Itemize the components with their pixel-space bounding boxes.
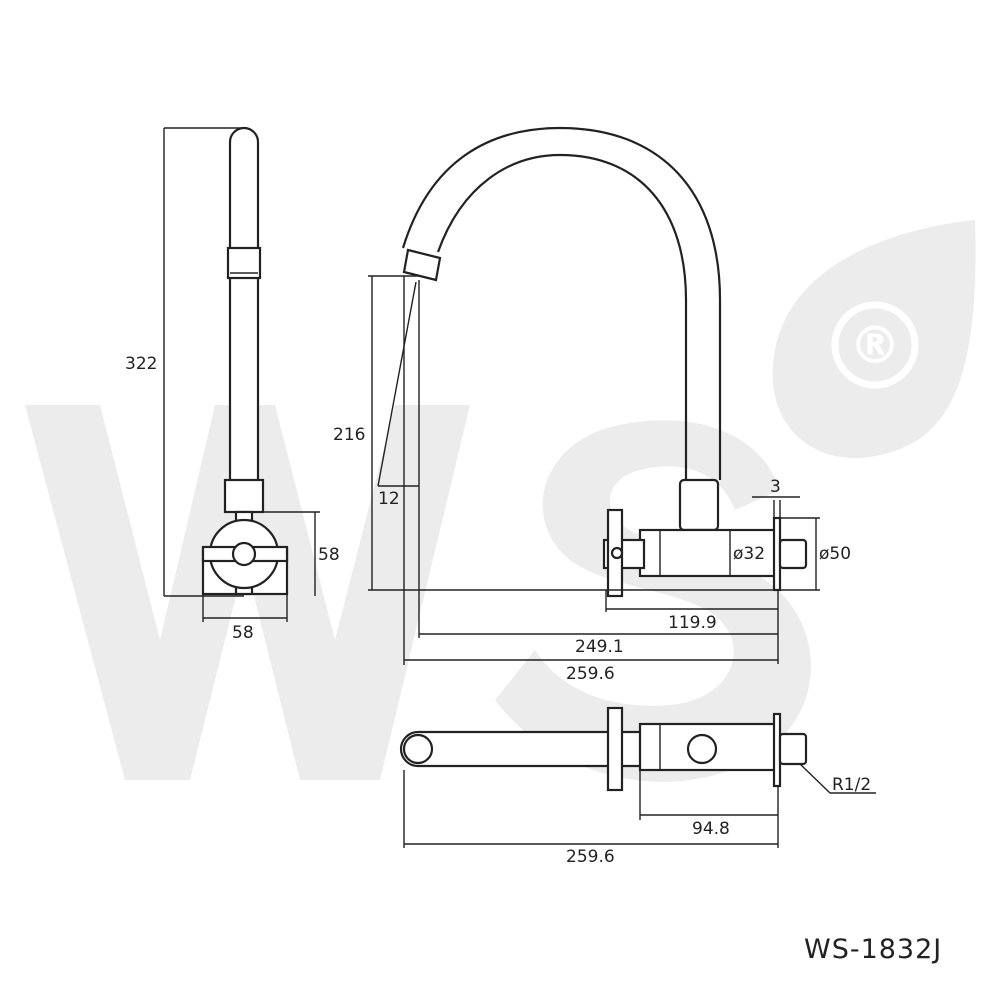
top-view: R1/2 94.8 259.6 — [399, 706, 876, 867]
spout-outer — [401, 126, 722, 480]
dim-side-height: 322 — [125, 354, 157, 374]
dim-body-diameter: ø32 — [733, 544, 765, 564]
front-thread — [778, 538, 808, 570]
dim-spout-offset: 12 — [378, 489, 400, 509]
side-collar — [223, 478, 265, 514]
top-handle — [606, 706, 624, 792]
front-handle-screw — [610, 546, 624, 560]
side-view: 322 58 58 — [125, 126, 340, 643]
model-label: WS-1832J — [804, 934, 942, 965]
side-pipe — [228, 126, 260, 484]
side-handle-hub — [231, 541, 257, 567]
watermark-letter-w — [25, 405, 470, 780]
dim-top-body-length: 94.8 — [692, 819, 730, 839]
watermark-leaf — [772, 220, 976, 459]
spout-inner — [436, 153, 688, 480]
top-thread — [778, 732, 808, 766]
dim-handle-to-wall: 119.9 — [668, 613, 717, 633]
top-spout-tip — [402, 733, 434, 765]
front-collar — [678, 478, 720, 532]
dim-overall-reach: 259.6 — [566, 664, 615, 684]
front-aerator — [402, 248, 442, 282]
dim-side-body-height: 58 — [318, 545, 340, 565]
watermark-letter-s — [495, 420, 811, 782]
dim-flange-thickness: 3 — [770, 477, 781, 497]
brand-watermark: ® — [25, 220, 976, 782]
front-view: 216 12 3 ø32 ø50 119.9 249.1 259.6 — [333, 126, 851, 684]
thread-label: R1/2 — [832, 775, 871, 795]
dim-top-overall-length: 259.6 — [566, 847, 615, 867]
dim-side-body-width: 58 — [232, 623, 254, 643]
registered-mark: ® — [849, 316, 901, 376]
dim-spout-drop: 216 — [333, 425, 365, 445]
registered-circle — [831, 301, 919, 389]
dim-spout-reach: 249.1 — [575, 637, 624, 657]
dim-flange-diameter: ø50 — [819, 544, 851, 564]
